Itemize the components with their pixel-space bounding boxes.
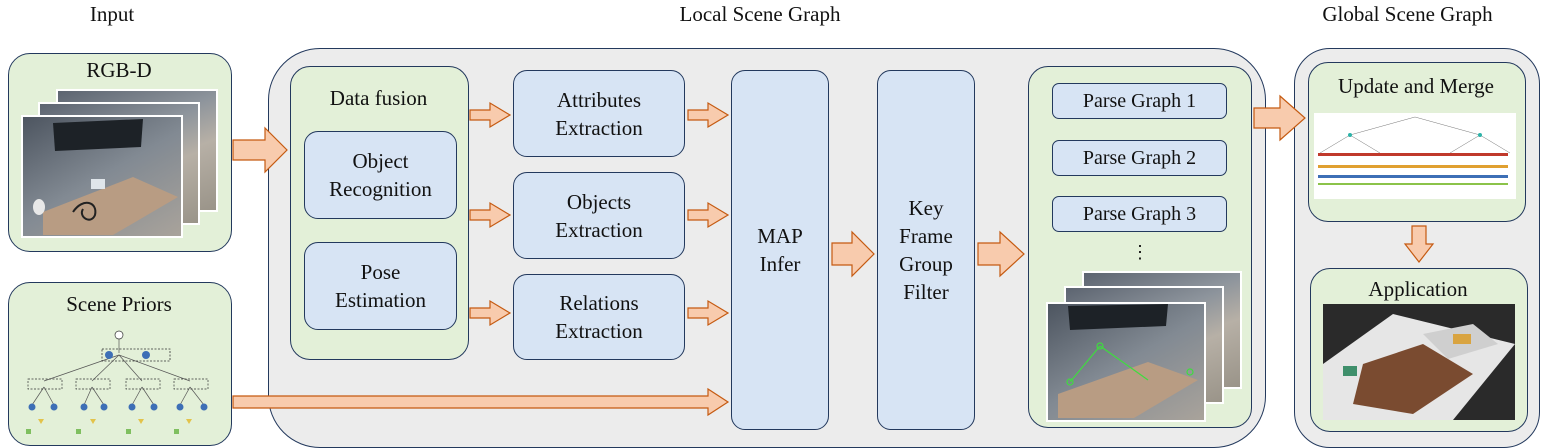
parse-graph-3-box: Parse Graph 3 — [1052, 196, 1227, 232]
keyframe-line-2: Frame — [899, 224, 953, 248]
parse-graph-ellipsis: ⋮ — [1131, 242, 1149, 262]
scene-priors-label: Scene Priors — [66, 292, 172, 316]
attributes-line-1: Attributes — [557, 87, 641, 112]
arrow-relations-to-map — [687, 299, 730, 327]
rgbd-scene-sketch — [33, 119, 178, 235]
rgbd-frame-front — [21, 115, 183, 238]
global-scene-graph-heading: Global Scene Graph — [1322, 2, 1493, 26]
objects-line-1: Objects — [566, 189, 632, 214]
keyframe-line-1: Key — [908, 196, 944, 220]
arrow-priors-to-map — [232, 387, 730, 417]
arrow-map-to-keyframe — [831, 230, 875, 278]
rgbd-label: RGB-D — [86, 58, 152, 82]
arrow-fusion-to-attributes — [469, 101, 512, 129]
detection-overlay — [1058, 304, 1198, 418]
key-frame-group-filter-box: Key Frame Group Filter — [877, 70, 975, 430]
object-recognition-line-1: Object — [352, 149, 409, 173]
arrow-fusion-to-objects — [469, 201, 512, 229]
arrow-fusion-to-relations — [469, 299, 512, 327]
scene-priors-panel — [8, 282, 232, 446]
objects-line-2: Extraction — [555, 217, 643, 242]
input-heading: Input — [89, 2, 135, 26]
arrow-keyframe-to-parse — [977, 230, 1025, 278]
object-recognition-line-2: Recognition — [329, 177, 432, 201]
map-infer-box: MAP Infer — [731, 70, 829, 430]
global-graph-thumbnail — [1314, 113, 1516, 199]
data-fusion-label: Data fusion — [329, 86, 428, 110]
attributes-line-2: Extraction — [555, 115, 643, 140]
parse-frame-front — [1046, 302, 1206, 422]
local-scene-graph-heading: Local Scene Graph — [679, 2, 841, 26]
relations-line-1: Relations — [559, 291, 639, 315]
parse-graph-2-box: Parse Graph 2 — [1052, 140, 1227, 176]
arrow-attributes-to-map — [687, 101, 730, 129]
map-infer-line-1: MAP — [757, 224, 803, 248]
arrow-objects-to-map — [687, 201, 730, 229]
application-room-render — [1323, 314, 1515, 420]
parse-graph-1-box: Parse Graph 1 — [1052, 83, 1227, 119]
keyframe-line-3: Group — [899, 252, 953, 276]
update-merge-label: Update and Merge — [1338, 74, 1494, 98]
keyframe-line-4: Filter — [903, 280, 949, 304]
pose-estimation-line-2: Estimation — [335, 288, 426, 312]
application-render — [1323, 304, 1515, 420]
arrow-local-to-global — [1253, 94, 1306, 142]
pose-estimation-line-1: Pose — [360, 260, 401, 284]
arrow-update-to-application — [1403, 225, 1435, 263]
arrow-rgbd-to-fusion — [232, 126, 288, 174]
map-infer-line-2: Infer — [759, 252, 801, 276]
application-label: Application — [1368, 277, 1468, 301]
relations-line-2: Extraction — [555, 319, 643, 343]
global-graph-tree — [1318, 116, 1511, 185]
scene-priors-tree — [26, 330, 209, 434]
